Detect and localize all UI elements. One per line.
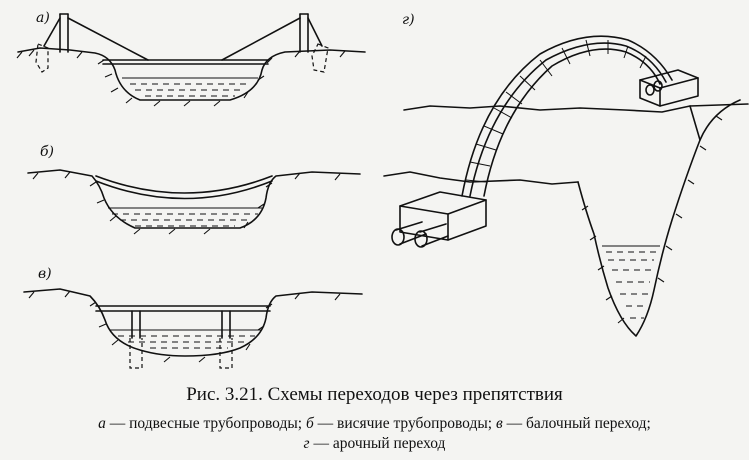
panel-v-beam-crossing: в) [23, 266, 363, 369]
panel-g-arch-crossing: г) [383, 12, 749, 337]
legend-item-a: а — подвесные трубопроводы; [98, 415, 306, 432]
panel-a-suspended-pipelines: а) [16, 10, 366, 107]
panel-b-label: б) [40, 144, 54, 160]
panel-b-hanging-pipelines: б) [27, 144, 361, 235]
panel-v-label: в) [38, 266, 52, 282]
legend-item-b: б — висячие трубопроводы; [305, 415, 496, 432]
panel-g-label: г) [402, 12, 415, 28]
figure-caption-title: Рис. 3.21. Схемы переходов через препятс… [186, 384, 563, 405]
figure-caption-legend: а — подвесные трубопроводы; б — висячие … [0, 414, 749, 454]
legend-item-g: г — арочный переход [303, 435, 446, 452]
legend-item-v: в — балочный переход; [495, 415, 651, 432]
panel-a-label: а) [36, 10, 50, 26]
